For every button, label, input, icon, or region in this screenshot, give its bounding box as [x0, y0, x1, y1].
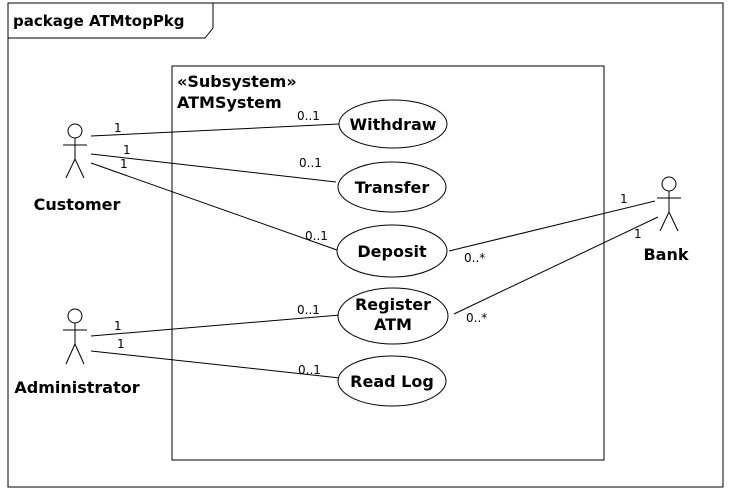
- multiplicity-label: 0..*: [466, 311, 487, 325]
- use-case-read-log-label: Read Log: [350, 372, 434, 391]
- multiplicity-label: 0..1: [305, 229, 328, 243]
- multiplicity-label: 0..1: [297, 303, 320, 317]
- association-customer-deposit: [90, 162, 338, 251]
- package-tab: [8, 3, 214, 39]
- use-case-deposit[interactable]: Deposit: [336, 224, 448, 278]
- subsystem-name: ATMSystem: [177, 93, 282, 112]
- multiplicity-label: 1: [620, 192, 628, 206]
- use-case-transfer[interactable]: Transfer: [337, 161, 447, 213]
- multiplicity-label: 1: [117, 337, 125, 351]
- association-bank-register: [453, 216, 659, 315]
- package-title: package ATMtopPkg: [13, 12, 185, 30]
- use-case-withdraw[interactable]: Withdraw: [338, 99, 448, 149]
- stick-figure-icon: [63, 308, 87, 365]
- stick-figure-icon: [657, 176, 681, 232]
- multiplicity-label: 1: [114, 319, 122, 333]
- actor-administrator-label: Administrator: [14, 378, 139, 397]
- use-case-register-atm[interactable]: Register ATM: [337, 287, 449, 345]
- association-bank-deposit: [448, 200, 656, 252]
- multiplicity-label: 1: [634, 227, 642, 241]
- actor-customer[interactable]: Customer: [34, 123, 121, 214]
- association-admin-readlog: [90, 350, 341, 379]
- stick-figure-icon: [63, 123, 87, 179]
- multiplicity-label: 1: [114, 121, 122, 135]
- multiplicity-label: 0..1: [297, 109, 320, 123]
- subsystem-stereotype: «Subsystem»: [177, 72, 297, 91]
- use-case-read-log[interactable]: Read Log: [337, 355, 447, 407]
- multiplicity-label: 1: [123, 143, 131, 157]
- multiplicity-label: 1: [120, 157, 128, 171]
- actor-administrator[interactable]: Administrator: [14, 308, 140, 397]
- actor-bank-label: Bank: [643, 245, 688, 264]
- use-case-deposit-label: Deposit: [357, 242, 427, 261]
- association-customer-withdraw: [90, 123, 340, 137]
- use-case-register-atm-label-line1: Register: [355, 295, 431, 314]
- multiplicity-label: 0..1: [299, 156, 322, 170]
- association-admin-register: [90, 314, 341, 337]
- use-case-transfer-label: Transfer: [355, 178, 430, 197]
- use-case-withdraw-label: Withdraw: [349, 115, 436, 134]
- multiplicity-label: 0..1: [298, 363, 321, 377]
- subsystem-boundary: [171, 65, 605, 461]
- association-customer-transfer: [90, 153, 337, 183]
- actor-customer-label: Customer: [34, 195, 121, 214]
- actor-bank[interactable]: Bank: [643, 176, 689, 264]
- use-case-register-atm-label-line2: ATM: [374, 315, 412, 334]
- multiplicity-label: 0..*: [464, 251, 485, 265]
